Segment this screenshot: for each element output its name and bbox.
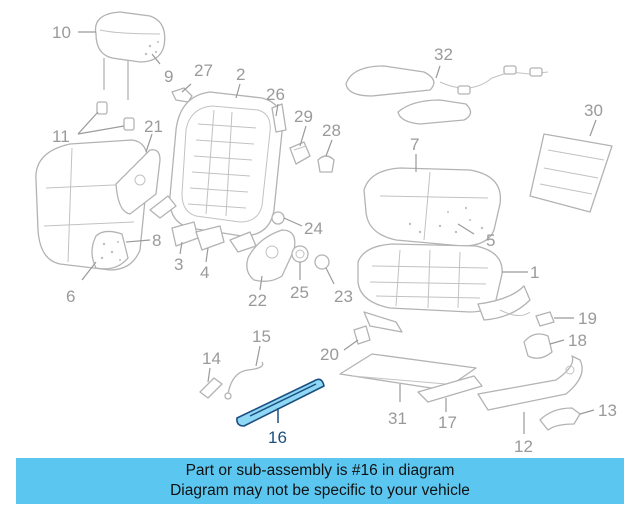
callout-31: 31 xyxy=(388,409,407,428)
callout-14: 14 xyxy=(202,349,221,368)
callout-21: 21 xyxy=(144,117,163,136)
callout-23: 23 xyxy=(334,287,353,306)
part-22-side-shield[interactable] xyxy=(246,229,296,282)
callout-29: 29 xyxy=(294,107,313,126)
callout-4: 4 xyxy=(200,263,209,282)
callout-lines xyxy=(77,31,597,434)
callout-16-highlighted: 16 xyxy=(268,428,287,447)
part-6-seatback-cover[interactable] xyxy=(35,139,149,271)
part-2-seatback-frame[interactable] xyxy=(149,91,284,253)
callout-9: 9 xyxy=(164,67,173,86)
part-12-side-trim[interactable] xyxy=(477,355,583,411)
part-19-bolt[interactable] xyxy=(535,311,555,327)
part-31-panel[interactable] xyxy=(339,353,477,391)
callout-2: 2 xyxy=(236,65,245,84)
callout-32: 32 xyxy=(434,45,453,64)
banner-line-disclaimer: Diagram may not be specific to your vehi… xyxy=(170,482,470,499)
part-3-recliner-cover[interactable] xyxy=(171,221,199,247)
part-18-cover[interactable] xyxy=(523,333,553,359)
part-21-side-panel[interactable] xyxy=(115,149,161,215)
part-20-clip[interactable] xyxy=(353,325,371,345)
part-16-trim-highlighted[interactable] xyxy=(236,378,325,427)
part-7-cushion-cover[interactable] xyxy=(363,167,502,247)
part-15-cable[interactable] xyxy=(224,361,264,400)
part-30-pad[interactable] xyxy=(529,133,613,213)
callout-11: 11 xyxy=(52,127,70,146)
part-32-heater-wiring[interactable] xyxy=(345,65,549,125)
part-26-bracket[interactable] xyxy=(271,103,287,133)
callout-19: 19 xyxy=(578,309,597,328)
callout-10: 10 xyxy=(52,23,71,42)
part-11-guides[interactable] xyxy=(96,101,135,131)
info-banner: Part or sub-assembly is #16 in diagram D… xyxy=(16,458,624,504)
part-24-gear[interactable] xyxy=(271,211,285,225)
part-4-recliner-cover[interactable] xyxy=(195,225,225,251)
callout-6: 6 xyxy=(66,287,75,306)
part-13-handle[interactable] xyxy=(539,407,581,431)
callout-20: 20 xyxy=(320,345,339,364)
callout-7: 7 xyxy=(410,135,419,154)
part-29-switch[interactable] xyxy=(289,141,311,165)
callout-3: 3 xyxy=(174,255,183,274)
callout-18: 18 xyxy=(568,331,587,350)
callout-26: 26 xyxy=(266,85,285,104)
part-25-washer[interactable] xyxy=(291,245,309,263)
callout-1: 1 xyxy=(530,263,539,282)
callout-17: 17 xyxy=(438,413,457,432)
part-14-connector[interactable] xyxy=(199,377,223,399)
part-27-knob[interactable] xyxy=(171,87,193,103)
part-28-knob[interactable] xyxy=(317,155,335,173)
callout-22: 22 xyxy=(248,291,267,310)
callout-25: 25 xyxy=(290,283,309,302)
part-10-headrest[interactable] xyxy=(94,11,166,100)
banner-line-part-number: Part or sub-assembly is #16 in diagram xyxy=(185,462,455,479)
callout-30: 30 xyxy=(584,101,603,120)
callout-28: 28 xyxy=(322,121,341,140)
callout-15: 15 xyxy=(252,327,271,346)
part-23-knob[interactable] xyxy=(314,254,330,270)
part-1-cushion-frame[interactable] xyxy=(357,243,531,333)
seat-parts-diagram: 1 2 3 4 5 6 7 8 9 10 11 12 13 14 15 16 1… xyxy=(35,11,617,456)
callout-27: 27 xyxy=(194,61,213,80)
part-17-rail[interactable] xyxy=(417,375,483,403)
callout-8: 8 xyxy=(152,231,161,250)
callout-13: 13 xyxy=(598,401,617,420)
callout-numbers: 1 2 3 4 5 6 7 8 9 10 11 12 13 14 15 16 1… xyxy=(52,23,617,456)
callout-24: 24 xyxy=(304,219,323,238)
callout-5: 5 xyxy=(486,231,495,250)
callout-12: 12 xyxy=(514,437,533,456)
